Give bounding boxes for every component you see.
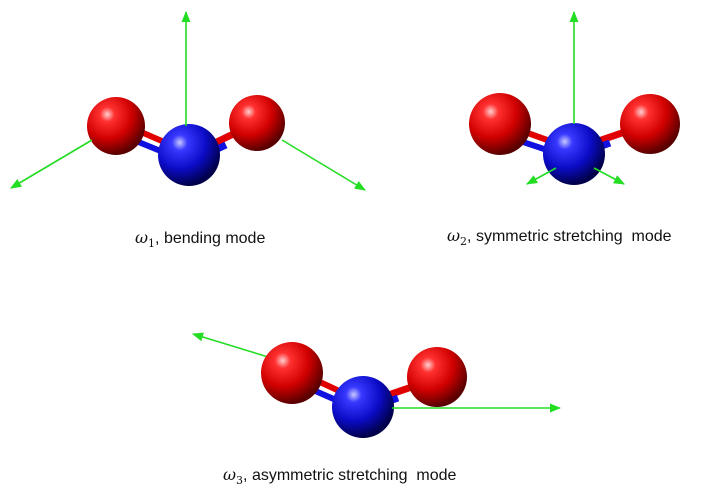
oxygen-atom [469,93,531,155]
molecule-symmetric-stretching-mode [469,10,680,185]
caption-subscript: 3 [236,474,244,487]
caption-asymmetric-stretching-mode: ω3, asymmetric stretching mode [223,465,456,487]
nitrogen-atom [158,124,220,186]
displacement-arrow [593,167,625,185]
nitrogen-atom [543,123,605,185]
caption-bending-mode: ω1, bending mode [135,228,265,250]
oxygen-atom [261,342,323,404]
oxygen-atom [407,347,467,407]
caption-symmetric-stretching-mode: ω2, symmetric stretching mode [447,226,672,248]
molecule-bending-mode [10,10,366,191]
caption-subscript: 1 [148,237,156,251]
caption-label: , symmetric stretching mode [467,228,672,245]
caption-symbol: ω [447,226,461,245]
caption-label: , asymmetric stretching mode [243,467,457,484]
caption-subscript: 2 [460,235,468,249]
oxygen-atom [229,95,285,151]
molecule-asymmetric-stretching-mode [191,332,562,438]
displacement-arrow [281,139,366,191]
displacement-arrow [526,167,557,185]
caption-symbol: ω [135,228,149,247]
caption-symbol: ω [223,465,237,484]
displacement-arrow [10,139,93,189]
oxygen-atom [87,97,145,155]
displacement-arrow [191,332,279,361]
caption-label: , bending mode [155,230,266,247]
oxygen-atom [620,94,680,154]
nitrogen-atom [332,376,394,438]
